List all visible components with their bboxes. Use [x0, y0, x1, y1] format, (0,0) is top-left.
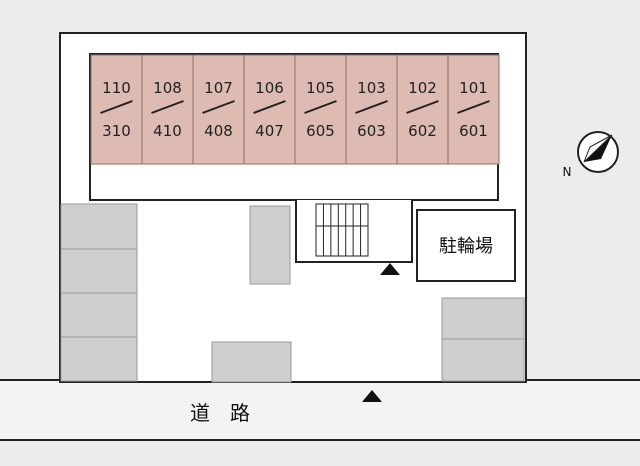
parking-space: [249, 205, 291, 285]
parking-space: [211, 341, 292, 383]
unit-upper-number: 103: [357, 79, 386, 97]
unit-cell: 108 410: [141, 54, 194, 165]
building: 110 310 108 410 107 408 106 407 105 605 103 603 102 6…: [89, 53, 500, 201]
unit-divider: [253, 100, 286, 114]
staircase: [315, 203, 369, 257]
unit-divider: [355, 100, 388, 114]
unit-divider: [100, 100, 133, 114]
parking-space: [60, 248, 138, 294]
bike-parking-label: 駐輪場: [439, 236, 493, 257]
parking-space: [60, 292, 138, 338]
north-label: N: [563, 165, 572, 179]
unit-cell-fill: [192, 54, 245, 165]
unit-divider: [406, 100, 439, 114]
unit-upper-number: 108: [153, 79, 182, 97]
unit-lower-number: 602: [408, 122, 437, 140]
unit-cell-fill: [141, 54, 194, 165]
unit-divider: [457, 100, 490, 114]
unit-lower-number: 310: [102, 122, 131, 140]
unit-upper-number: 102: [408, 79, 437, 97]
unit-upper-number: 106: [255, 79, 284, 97]
unit-lower-number: 407: [255, 122, 284, 140]
unit-cell: 101 601: [447, 54, 500, 165]
stairwell: [295, 200, 413, 263]
road-label: 道 路: [190, 401, 250, 425]
road: [0, 380, 640, 440]
parking-spaces: [60, 203, 525, 383]
unit-lower-number: 603: [357, 122, 386, 140]
unit-cell: 110 310: [90, 54, 143, 165]
unit-cell-fill: [396, 54, 449, 165]
unit-cell-fill: [90, 54, 143, 165]
unit-cell: 107 408: [192, 54, 245, 165]
parking-space: [441, 297, 525, 340]
parking-space: [60, 336, 138, 382]
unit-lower-number: 601: [459, 122, 488, 140]
unit-divider: [202, 100, 235, 114]
unit-cell: 105 605: [294, 54, 347, 165]
unit-cell-fill: [243, 54, 296, 165]
unit-divider: [151, 100, 184, 114]
unit-upper-number: 101: [459, 79, 488, 97]
unit-upper-number: 110: [102, 79, 131, 97]
unit-lower-number: 410: [153, 122, 182, 140]
unit-upper-number: 105: [306, 79, 335, 97]
unit-upper-number: 107: [204, 79, 233, 97]
entrance-marker-icon: [380, 263, 400, 275]
staircase-outline: [315, 203, 369, 257]
parking-space: [441, 338, 525, 382]
unit-cell-fill: [447, 54, 500, 165]
unit-divider: [304, 100, 337, 114]
site-entrance-marker-icon: [362, 390, 382, 402]
unit-lower-number: 408: [204, 122, 233, 140]
parking-space: [60, 203, 138, 250]
unit-lower-number: 605: [306, 122, 335, 140]
unit-row: 110 310 108 410 107 408 106 407 105 605 103 603 102 6…: [90, 54, 500, 165]
bike-parking-area: [416, 209, 516, 282]
unit-cell: 106 407: [243, 54, 296, 165]
unit-cell: 103 603: [345, 54, 398, 165]
unit-cell-fill: [294, 54, 347, 165]
north-arrow-icon: [577, 131, 619, 173]
unit-cell-fill: [345, 54, 398, 165]
unit-cell: 102 602: [396, 54, 449, 165]
